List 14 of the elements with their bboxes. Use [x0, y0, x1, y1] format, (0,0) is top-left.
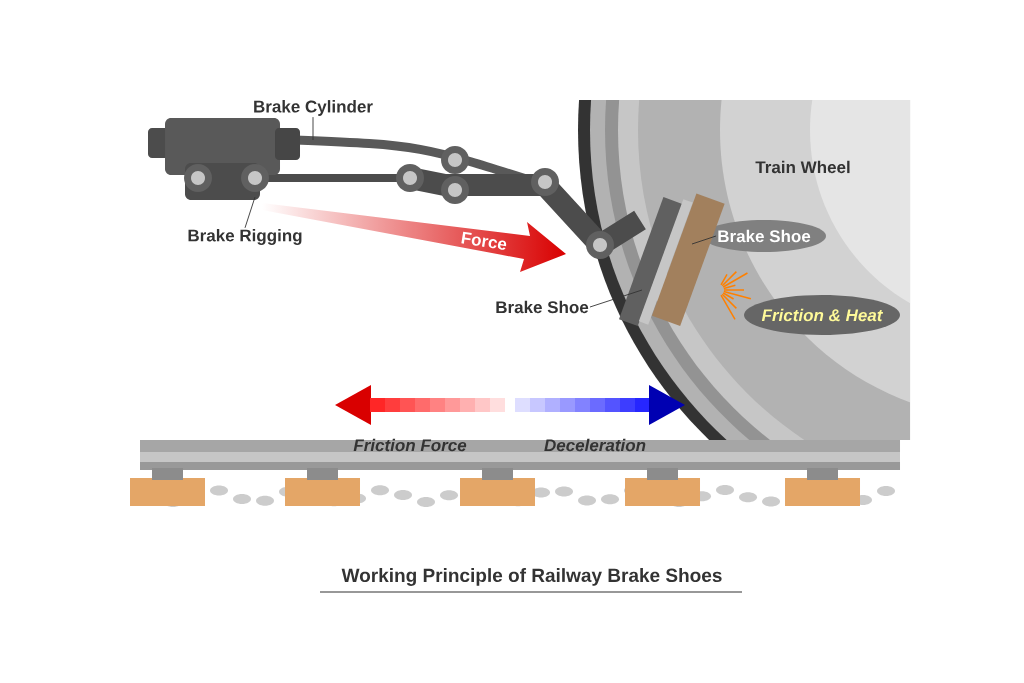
part-label: Brake Shoe — [496, 300, 589, 314]
title: Working Principle of Railway Brake Shoes — [341, 568, 722, 586]
part-label: Brake Rigging — [188, 229, 302, 245]
leader-line — [312, 116, 314, 141]
wheel-label: Friction & Heat — [761, 308, 884, 322]
part-label: Brake Cylinder — [254, 100, 373, 116]
leader-line — [244, 196, 256, 229]
arrow-label: Deceleration — [544, 438, 646, 452]
arrow-label: Friction Force — [353, 438, 467, 452]
leader-line — [691, 235, 717, 245]
wheel-label: Train Wheel — [755, 160, 850, 174]
leader-line — [589, 289, 643, 308]
arrow-label: Force — [461, 231, 507, 250]
part-label: Brake Shoe — [718, 229, 811, 243]
